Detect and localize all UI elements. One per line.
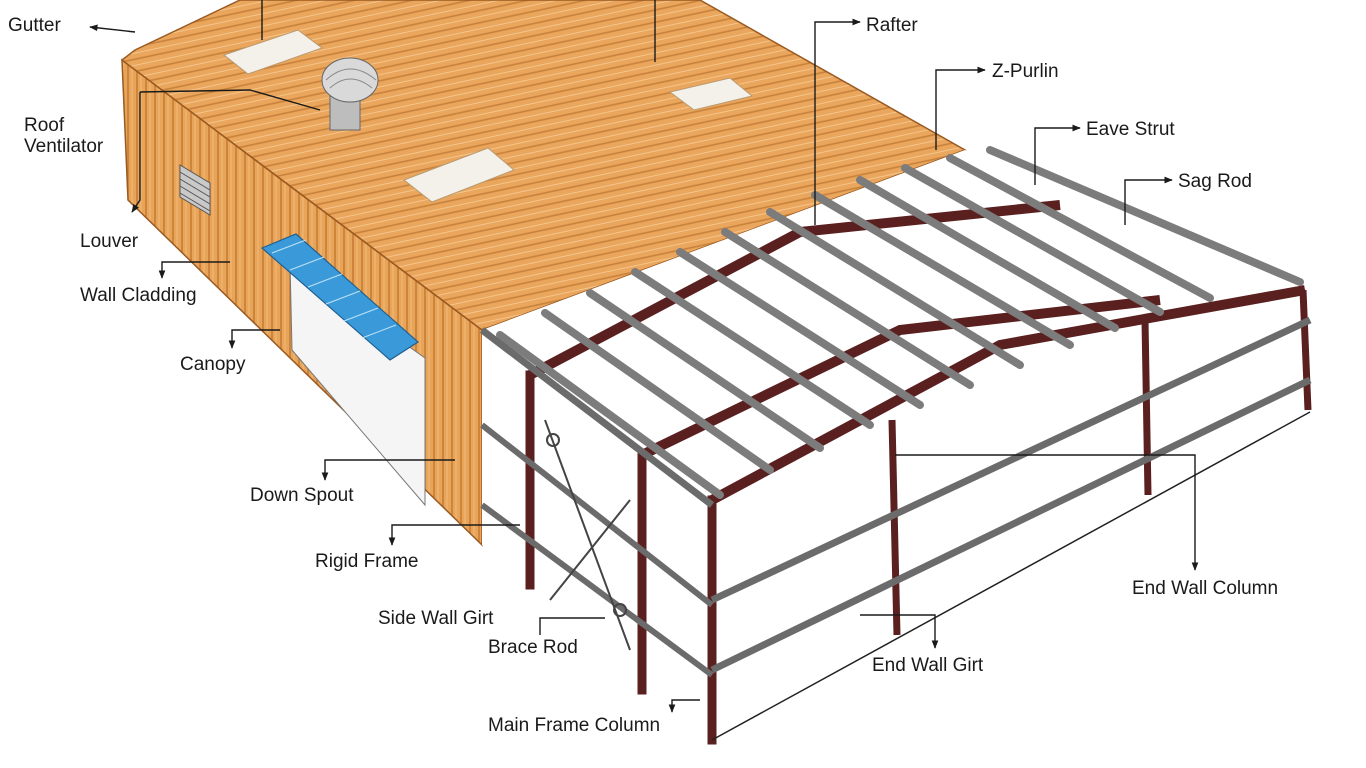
end-wall-columns (888, 289, 1312, 636)
z-purlins (496, 146, 1304, 499)
label-brace-rod: Brace Rod (488, 637, 578, 658)
label-down-spout: Down Spout (250, 485, 354, 506)
label-wall-cladding: Wall Cladding (80, 285, 197, 306)
skylight (402, 147, 515, 203)
side-wall-girts (480, 422, 714, 678)
label-end-wall-column: End Wall Column (1132, 578, 1279, 599)
skylight (222, 29, 324, 75)
eave-strut (479, 327, 715, 508)
label-rigid-frame: Rigid Frame (315, 551, 419, 572)
label-gutter: Gutter (8, 15, 61, 36)
louver-vent (179, 164, 211, 216)
leader-lines (89, 0, 1199, 713)
label-end-wall-girt: End Wall Girt (872, 655, 984, 676)
skylight (668, 77, 754, 111)
end-wall-girts (710, 316, 1312, 674)
label-eave-strut: Eave Strut (1086, 119, 1175, 140)
label-louver: Louver (80, 231, 139, 252)
label-canopy: Canopy (180, 354, 246, 375)
label-sag-rod: Sag Rod (1178, 171, 1252, 192)
brace-rods (544, 419, 631, 651)
label-main-frame-column: Main Frame Column (488, 715, 661, 736)
main-frame-columns (525, 370, 717, 745)
roof-ventilator-shape (321, 57, 379, 131)
label-rafter: Rafter (866, 15, 918, 36)
base-line (711, 411, 1311, 741)
label-z-purlin: Z-Purlin (992, 61, 1059, 82)
label-roof-ventilator: Roof Ventilator (24, 115, 104, 157)
label-side-wall-girt: Side Wall Girt (378, 608, 494, 629)
